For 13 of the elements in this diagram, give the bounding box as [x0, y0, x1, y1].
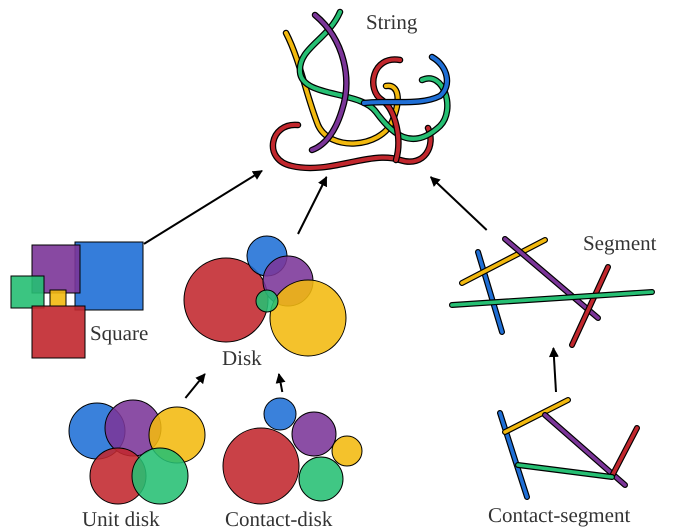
node-label: String — [366, 10, 418, 34]
node-label: Contact-segment — [488, 503, 630, 527]
arrow — [276, 373, 286, 392]
node-label: Segment — [583, 231, 656, 255]
arrow — [184, 373, 206, 399]
node-label: Contact-disk — [225, 507, 332, 531]
arrow — [143, 170, 263, 245]
arrow — [430, 176, 488, 231]
node-label: Unit disk — [82, 507, 160, 531]
arrow — [297, 176, 328, 234]
arrow — [548, 347, 559, 392]
node-label: Square — [90, 321, 148, 345]
node-label: Disk — [222, 346, 262, 370]
